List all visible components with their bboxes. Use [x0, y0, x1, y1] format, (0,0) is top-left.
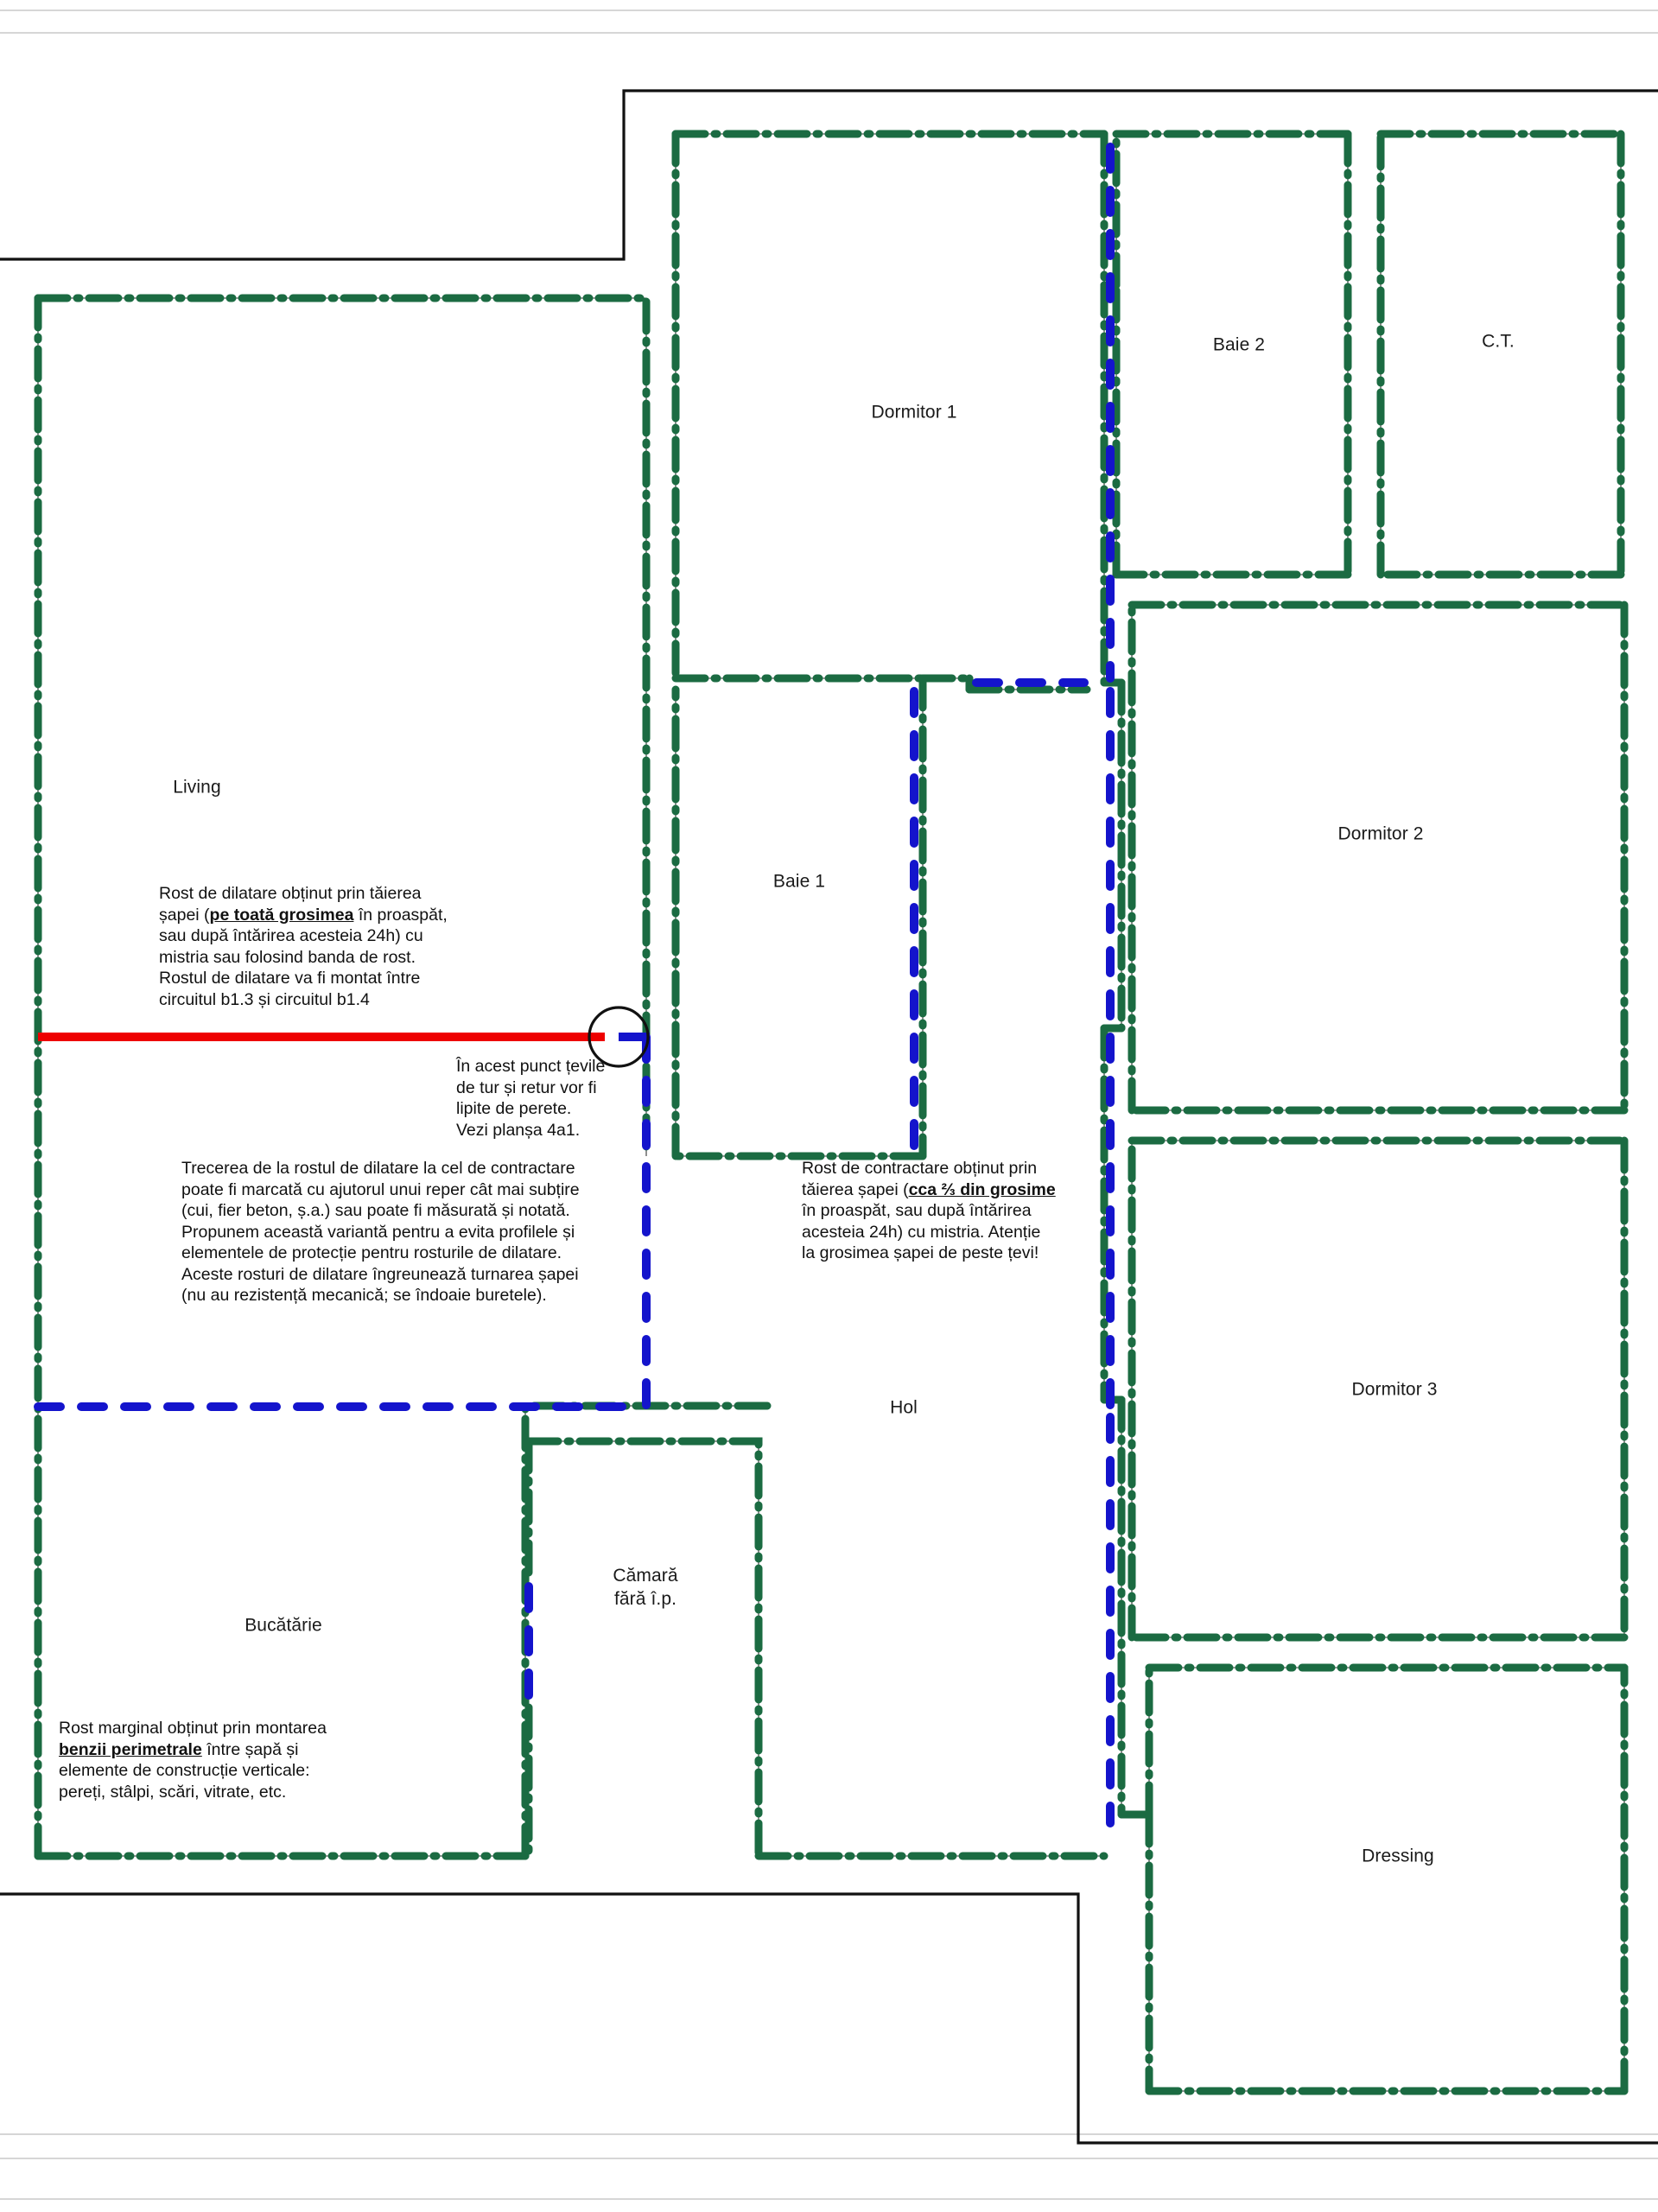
- room-label-hol: Hol: [890, 1397, 918, 1418]
- note-emphasis: benzii perimetrale: [59, 1739, 202, 1759]
- room-label-dormitor-1: Dormitor 1: [871, 402, 957, 423]
- note-text: elemente de construcție verticale:: [59, 1761, 310, 1781]
- note-line: la grosimea șapei de peste țevi!: [802, 1243, 1056, 1264]
- note-line: sau după întărirea acesteia 24h) cu: [159, 925, 448, 947]
- note-text: Rostul de dilatare va fi montat între: [159, 969, 421, 988]
- note-text: acesteia 24h) cu mistria. Atenție: [802, 1222, 1041, 1242]
- note-text: Rost de contractare obținut prin: [802, 1159, 1038, 1178]
- note-emphasis: cca ⅔ din grosime: [908, 1179, 1056, 1199]
- note-line: elementele de protecție pentru rosturile…: [181, 1243, 580, 1264]
- room-label-baie-1: Baie 1: [772, 871, 826, 892]
- note-text: Vezi planșa 4a1.: [456, 1120, 581, 1140]
- note-line: Rostul de dilatare va fi montat între: [159, 968, 448, 989]
- room-label-ct: C.T.: [1482, 331, 1515, 352]
- note-line: În acest punct țevile: [456, 1056, 605, 1077]
- note-text: de tur și retur vor fi: [456, 1077, 597, 1097]
- note-text: în proaspăt, sau după întărirea: [802, 1201, 1032, 1221]
- note-line: elemente de construcție verticale:: [59, 1760, 327, 1782]
- note-text: șapei (: [159, 905, 210, 925]
- note-line: mistria sau folosind banda de rost.: [159, 947, 448, 969]
- note-line: lipite de perete.: [456, 1098, 605, 1120]
- note-line: Rost de contractare obținut prin: [802, 1158, 1056, 1179]
- perimeter-band-group: [34, 130, 1629, 2095]
- note-text: între șapă și: [201, 1739, 299, 1759]
- note-text: circuitul b1.3 și circuitul b1.4: [159, 989, 370, 1009]
- note-line: tăierea șapei (cca ⅔ din grosime: [802, 1179, 1056, 1201]
- note-text: (cui, fier beton, ș.a.) sau poate fi măs…: [181, 1201, 570, 1221]
- note-text: în proaspăt,: [353, 905, 448, 925]
- room-label-dressing: Dressing: [1362, 1846, 1434, 1866]
- note-line: de tur și retur vor fi: [456, 1077, 605, 1099]
- note-line: Propunem această variantă pentru a evita…: [181, 1222, 580, 1243]
- note-line: Vezi planșa 4a1.: [456, 1120, 605, 1141]
- note-line: benzii perimetrale între șapă și: [59, 1739, 327, 1761]
- band-core-5: [529, 1440, 759, 1856]
- band-core-0: [38, 297, 647, 1156]
- room-label-dormitor-2: Dormitor 2: [1337, 823, 1424, 844]
- note-text: pereți, stâlpi, scări, vitrate, etc.: [59, 1782, 287, 1802]
- note-text: Rost marginal obținut prin montarea: [59, 1719, 327, 1738]
- contraction-joint-group: [34, 143, 1115, 1827]
- outline-bottom: [0, 1892, 1658, 2145]
- note-line: poate fi marcată cu ajutorul unui reper …: [181, 1179, 580, 1201]
- building-outline: [0, 89, 1658, 2145]
- note-text: sau după întărirea acesteia 24h) cu: [159, 926, 423, 946]
- note-line: Aceste rosturi de dilatare îngreunează t…: [181, 1264, 580, 1286]
- note-line: circuitul b1.3 și circuitul b1.4: [159, 989, 448, 1011]
- note-line: șapei (pe toată grosimea în proaspăt,: [159, 905, 448, 926]
- room-label-baie-2: Baie 2: [1212, 334, 1266, 355]
- note-line: Rost de dilatare obținut prin tăierea: [159, 883, 448, 905]
- note-emphasis: pe toată grosimea: [209, 905, 354, 925]
- note-text: Aceste rosturi de dilatare îngreunează t…: [181, 1264, 579, 1284]
- note-line: (nu au rezistență mecanică; se îndoaie b…: [181, 1285, 580, 1306]
- note-line: pereți, stâlpi, scări, vitrate, etc.: [59, 1782, 327, 1803]
- note-text: tăierea șapei (: [802, 1179, 909, 1199]
- note-text: În acest punct țevile: [456, 1057, 606, 1076]
- note-joint-transition: Trecerea de la rostul de dilatare la cel…: [181, 1158, 580, 1306]
- room-label-dormitor-3: Dormitor 3: [1351, 1379, 1438, 1400]
- note-text: (nu au rezistență mecanică; se îndoaie b…: [181, 1286, 547, 1306]
- note-text: mistria sau folosind banda de rost.: [159, 947, 416, 967]
- note-line: Trecerea de la rostul de dilatare la cel…: [181, 1158, 580, 1179]
- room-label-living: Living: [173, 777, 221, 798]
- note-text: Rost de dilatare obținut prin tăierea: [159, 884, 422, 903]
- room-label-bucatarie: Bucătărie: [245, 1615, 322, 1636]
- note-text: Propunem această variantă pentru a evita…: [181, 1222, 575, 1242]
- note-line: Rost marginal obținut prin montarea: [59, 1718, 327, 1739]
- note-line: (cui, fier beton, ș.a.) sau poate fi măs…: [181, 1200, 580, 1222]
- note-expansion-joint: Rost de dilatare obținut prin tăierea șap…: [159, 883, 448, 1010]
- note-line: acesteia 24h) cu mistria. Atenție: [802, 1222, 1056, 1243]
- outline-top-left: [0, 89, 1658, 261]
- perimeter-band-0: [34, 294, 651, 1160]
- note-text: Trecerea de la rostul de dilatare la cel…: [181, 1159, 575, 1178]
- note-text: lipite de perete.: [456, 1099, 572, 1119]
- perimeter-band-5: [524, 1437, 763, 1860]
- sheet-rule-lines: [0, 10, 1658, 2200]
- perimeter-band-4: [521, 1402, 773, 1860]
- note-text: poate fi marcată cu ajutorul unui reper …: [181, 1179, 580, 1199]
- note-line: în proaspăt, sau după întărirea: [802, 1200, 1056, 1222]
- note-text: elementele de protecție pentru rosturile…: [181, 1243, 562, 1263]
- band-core-4: [524, 1405, 769, 1856]
- note-text: la grosimea șapei de peste țevi!: [802, 1243, 1039, 1263]
- joint-transition-callout-circle: [588, 1006, 650, 1068]
